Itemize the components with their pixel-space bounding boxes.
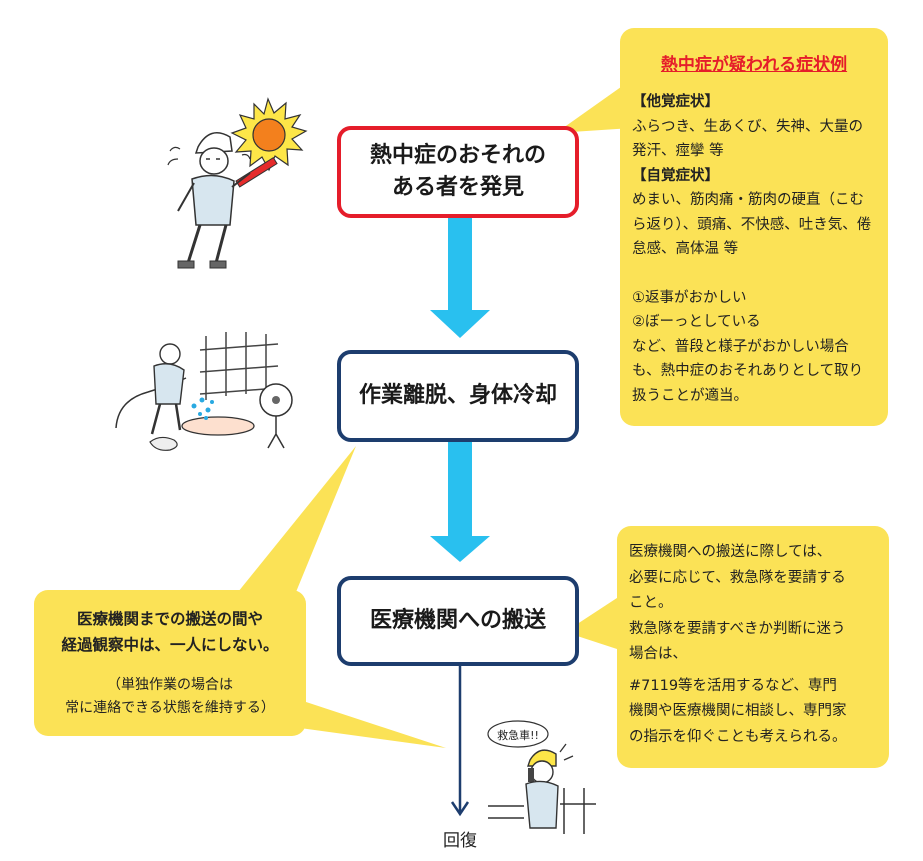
- watch-note-line1: 医療機関までの搬送の間や: [76, 610, 263, 628]
- transport-note-line: こと。: [629, 595, 673, 611]
- self-symptoms-line: めまい、筋肉痛・筋肉の硬直（こむ: [632, 192, 864, 208]
- cooling-worker-illustration: [115, 332, 293, 451]
- watch-note-bubble: 医療機関までの搬送の間や 経過観察中は、一人にしない。 （単独作業の場合は 常に…: [34, 590, 306, 736]
- step-recovery-label: 回復: [443, 831, 477, 851]
- symptoms-note-line: も、熱中症のおそれありとして取り: [632, 363, 864, 379]
- sign-item: ①返事がおかしい: [632, 289, 747, 306]
- phone-icon: [528, 768, 534, 782]
- step-discover-box: 熱中症のおそれの ある者を発見: [337, 126, 579, 218]
- self-symptoms-line: ら返り）、頭痛、不快感、吐き気、倦: [632, 216, 872, 233]
- flow-arrow-2: [430, 440, 490, 562]
- other-symptoms-heading: 【他覚症状】: [632, 94, 719, 110]
- other-symptoms-line: 発汗、痙攣 等: [632, 143, 724, 159]
- fan-icon: [259, 383, 293, 449]
- self-symptoms-line: 怠感、高体温 等: [632, 241, 739, 257]
- watch-note-sub2: 常に連絡できる状態を維持する）: [65, 700, 275, 716]
- symptoms-bubble: 熱中症が疑われる症状例 【他覚症状】 ふらつき、生あくび、失神、大量の 発汗、痙…: [620, 28, 888, 426]
- transport-note-line: の指示を仰ぐことも考えられる。: [629, 728, 847, 745]
- transport-note-line: 救急隊を要請すべきか判断に迷う: [629, 620, 846, 637]
- step-cooling-box: 作業離脱、身体冷却: [337, 350, 579, 442]
- symptoms-note-line: 扱うことが適当。: [632, 387, 748, 404]
- symptoms-note-line: など、普段と様子がおかしい場合: [632, 338, 849, 355]
- flow-arrow-1: [430, 216, 490, 338]
- step-cooling-label: 作業離脱、身体冷却: [358, 383, 557, 409]
- phone-worker-illustration: 救急車!!: [487, 720, 596, 834]
- flow-arrow-3: [450, 660, 470, 817]
- watch-bubble-tail-upper: [238, 446, 356, 592]
- sign-item: ②ぼーっとしている: [632, 314, 761, 330]
- other-symptoms-line: ふらつき、生あくび、失神、大量の: [632, 118, 863, 135]
- symptoms-title: 熱中症が疑われる症状例: [660, 55, 848, 75]
- transport-note-line: 場合は、: [629, 646, 687, 662]
- step-transport-label: 医療機関への搬送: [369, 608, 546, 634]
- transport-note-line: 医療機関への搬送に際しては、: [629, 544, 832, 560]
- step-discover-line1: 熱中症のおそれの: [369, 143, 546, 169]
- symptoms-bubble-tail: [556, 82, 632, 133]
- transport-note-line: 機関や医療機関に相談し、専門家: [629, 703, 847, 719]
- watch-note-sub1: （単独作業の場合は: [107, 677, 233, 693]
- ambulance-speech-text: 救急車!!: [497, 728, 539, 742]
- transport-note-line: #7119等を活用するなど、専門: [629, 677, 837, 694]
- self-symptoms-heading: 【自覚症状】: [632, 167, 719, 184]
- transport-note-bubble: 医療機関への搬送に際しては、 必要に応じて、救急隊を要請する こと。 救急隊を要…: [617, 526, 889, 768]
- transport-note-line: 必要に応じて、救急隊を要請する: [629, 569, 846, 586]
- step-discover-line2: ある者を発見: [391, 175, 524, 200]
- step-transport-box: 医療機関への搬送: [337, 576, 579, 666]
- watch-note-line2: 経過観察中は、一人にしない。: [61, 636, 279, 654]
- watch-bubble-tail-lower: [300, 700, 446, 748]
- sun-icon: [230, 97, 308, 172]
- dizzy-worker-illustration: [167, 97, 308, 269]
